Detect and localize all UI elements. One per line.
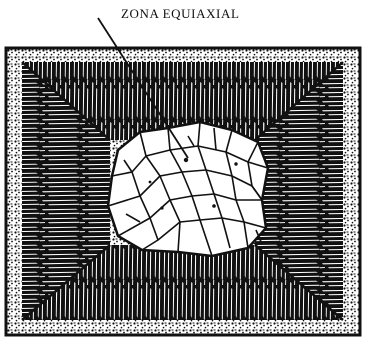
callout-label: ZONA EQUIAXIAL — [121, 6, 240, 21]
equiaxed-zone — [108, 122, 268, 256]
